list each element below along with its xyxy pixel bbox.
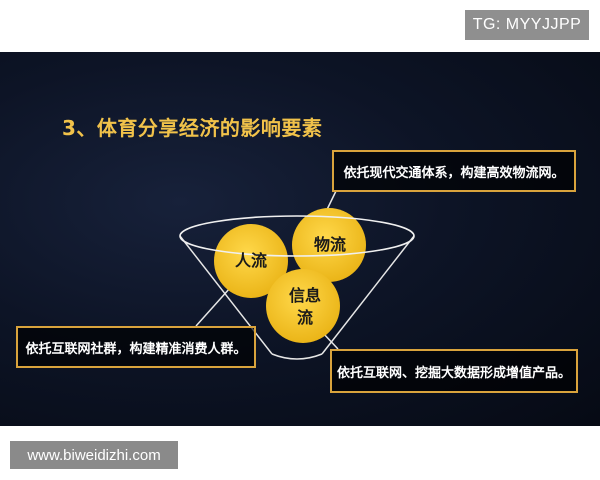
circle-people xyxy=(214,224,288,298)
label-info-flow: 信息 流 xyxy=(270,285,340,329)
label-info-line1: 信息 xyxy=(288,286,321,305)
label-people-flow: 人流 xyxy=(234,251,267,270)
funnel-bottom xyxy=(271,353,323,360)
tg-badge: TG: MYYJJPP xyxy=(465,10,589,40)
connector-left xyxy=(195,287,231,327)
funnel-rim xyxy=(179,215,415,257)
callout-bigdata: 依托互联网、挖掘大数据形成增值产品。 xyxy=(330,349,578,393)
circle-goods xyxy=(292,208,366,282)
callout-community: 依托互联网社群，构建精准消费人群。 xyxy=(16,326,256,368)
funnel-diagram xyxy=(179,190,415,360)
watermark-url: www.biweidizhi.com xyxy=(10,441,178,469)
callout-logistics: 依托现代交通体系，构建高效物流网。 xyxy=(332,150,576,192)
circle-info xyxy=(266,269,340,343)
slide-title: 3、体育分享经济的影响要素 xyxy=(62,116,323,140)
label-info-line2: 流 xyxy=(296,308,313,327)
slide: 3、体育分享经济的影响要素 人流 物流 信息 流 依托现代交通体系，构建高效物流… xyxy=(0,52,600,426)
funnel-outline xyxy=(179,235,415,355)
label-goods-flow: 物流 xyxy=(313,235,346,254)
